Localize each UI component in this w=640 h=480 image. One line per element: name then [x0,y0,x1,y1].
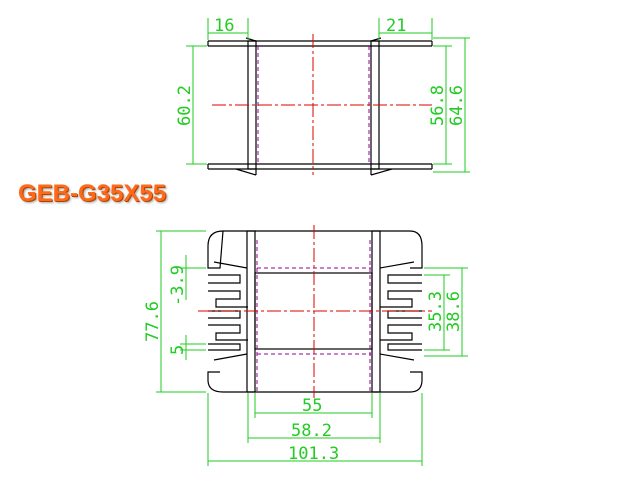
dim-pin-pitch: 5 [168,345,188,355]
dim-offset-top: -3.9 [168,265,188,306]
dim-flange-width: 58.2 [291,421,332,441]
top-view-centerlines [212,34,432,175]
dim-window-height-outer: 38.6 [444,291,464,332]
front-view-right-pins [379,261,422,361]
dim-window-height: 35.3 [426,291,446,332]
top-view [207,37,433,176]
dim-total-height: 77.6 [143,301,163,342]
top-view-top-flange [207,40,433,47]
dim-height-inner: 56.8 [428,85,448,126]
front-view-centerlines [198,225,432,398]
top-view-dimensions [186,18,470,173]
dim-right-flange: 21 [386,16,406,36]
front-view-dimensions [156,230,468,466]
dim-height-outer: 64.6 [447,85,467,126]
dim-left-flange: 16 [214,16,234,36]
top-view-bottom-flange [207,163,433,170]
front-view-outer-outline [207,230,423,393]
dim-window-width: 55 [302,396,322,416]
dim-height-left: 60.2 [175,85,195,126]
part-number-title: GEB-G35X55 [18,180,167,207]
dim-total-width: 101.3 [288,444,339,464]
